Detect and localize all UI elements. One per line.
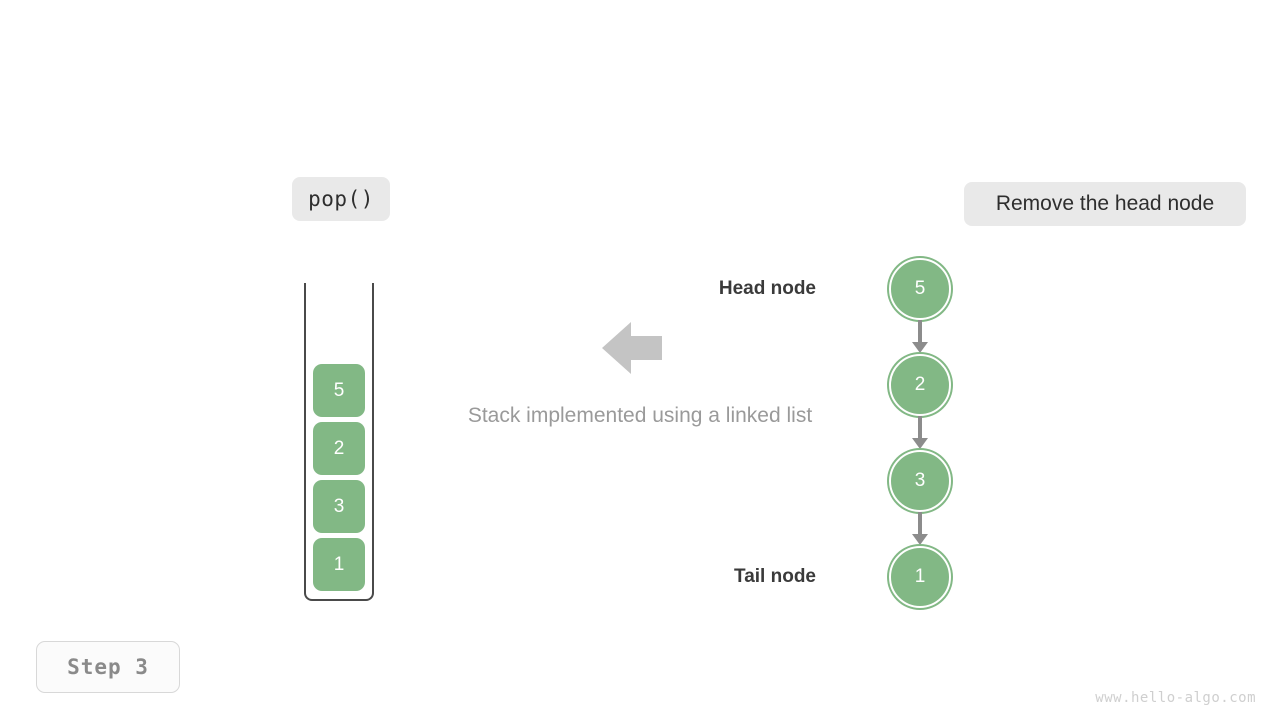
link-line — [918, 512, 922, 534]
link-arrowhead-icon — [912, 342, 928, 353]
linked-list-node: 3 — [889, 450, 951, 512]
link-line — [918, 320, 922, 342]
tail-node-label: Tail node — [734, 566, 816, 587]
operation-label: pop() — [292, 177, 390, 221]
left-arrow-icon — [602, 322, 662, 374]
stack-cell: 3 — [313, 480, 365, 533]
linked-list: 5 2 3 1 — [889, 258, 951, 608]
linked-list-node: 2 — [889, 354, 951, 416]
watermark: www.hello-algo.com — [1095, 690, 1256, 706]
link-arrowhead-icon — [912, 534, 928, 545]
linked-list-node: 1 — [889, 546, 951, 608]
stack-container — [304, 283, 374, 601]
step-badge: Step 3 — [36, 641, 180, 693]
head-node-label: Head node — [718, 278, 816, 299]
stack-cell: 1 — [313, 538, 365, 591]
stack-cell: 2 — [313, 422, 365, 475]
link-line — [918, 416, 922, 438]
stack-cell-list: 5 2 3 1 — [313, 364, 365, 591]
link-arrowhead-icon — [912, 438, 928, 449]
operation-description: Remove the head node — [964, 182, 1246, 226]
linked-list-node: 5 — [889, 258, 951, 320]
diagram-caption: Stack implemented using a linked list — [467, 404, 813, 427]
stack-cell: 5 — [313, 364, 365, 417]
